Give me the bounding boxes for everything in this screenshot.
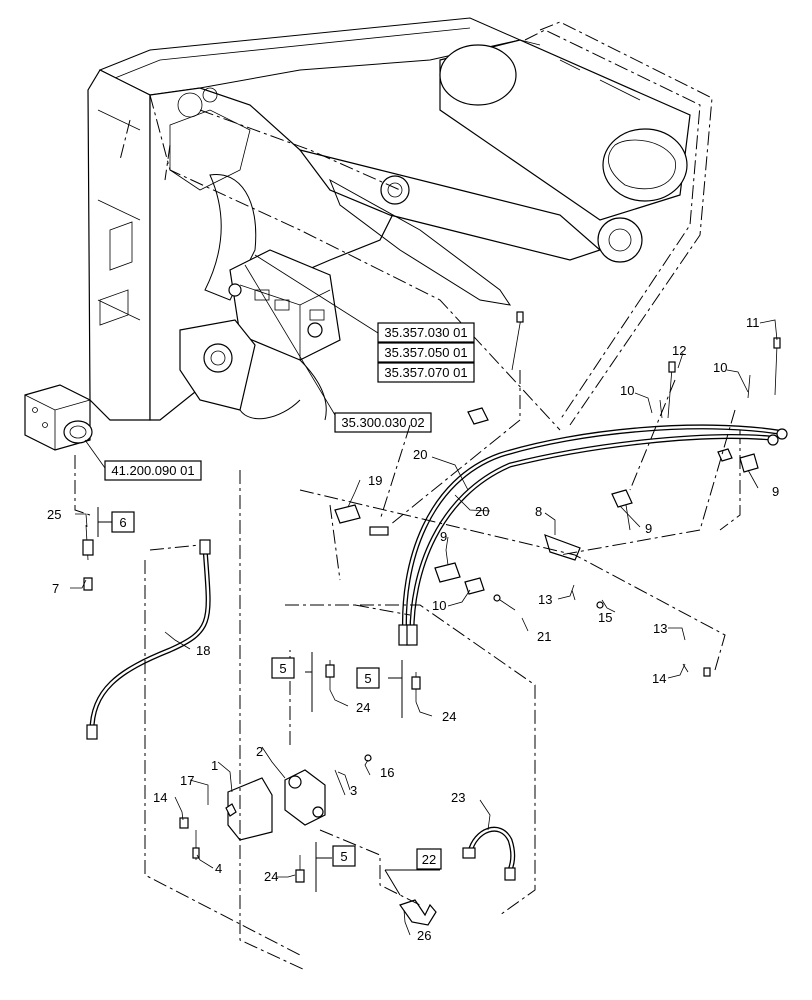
callout-number: 2 (256, 744, 263, 759)
callout-number: 9 (440, 529, 447, 544)
callout-number: 19 (368, 473, 382, 488)
callout-number: 23 (451, 790, 465, 805)
boxed-callout-number: 22 (422, 852, 436, 867)
callout-number: 25 (47, 507, 61, 522)
callout-number: 10 (620, 383, 634, 398)
callout-number: 11 (746, 315, 760, 330)
auxiliary-hose (82, 524, 211, 740)
reference-box-group: 35.357.030 01 35.357.050 01 35.357.070 0… (84, 254, 475, 481)
reference-label: 35.357.050 01 (384, 345, 467, 360)
callout-number: 26 (417, 928, 431, 943)
boxed-callout-22: 22 (416, 848, 442, 870)
callout-number: 20 (413, 447, 427, 462)
callout-number: 24 (264, 869, 278, 884)
reference-label: 35.300.030 02 (341, 415, 424, 430)
callout-number: 14 (652, 671, 666, 686)
callout-brackets (97, 507, 440, 896)
elbow-fitting (399, 899, 437, 926)
boxed-callout-5: 5 (271, 657, 295, 679)
callout-numbers: 11 12 10 10 9 20 19 20 9 8 9 25 7 10 21 … (47, 315, 779, 943)
callout-number: 24 (356, 700, 370, 715)
check-valves (295, 660, 421, 883)
hydraulic-cylinder (439, 39, 691, 221)
boxed-callout-number: 6 (119, 515, 126, 530)
callout-number: 7 (52, 581, 59, 596)
callout-number: 9 (772, 484, 779, 499)
reference-label: 35.357.070 01 (384, 365, 467, 380)
callout-number: 24 (442, 709, 456, 724)
callout-number: 15 (598, 610, 612, 625)
callout-number: 17 (180, 773, 194, 788)
reference-label: 41.200.090 01 (111, 463, 194, 478)
boxed-callout-number: 5 (364, 671, 371, 686)
callout-number: 3 (350, 783, 357, 798)
control-valve-block (179, 249, 341, 421)
callout-number: 18 (196, 643, 210, 658)
diverter-valve-assembly (179, 754, 372, 860)
callout-number: 12 (672, 343, 686, 358)
boxed-callout-5: 5 (332, 845, 356, 867)
boxed-callout-number: 5 (340, 849, 347, 864)
reference-label: 35.357.030 01 (384, 325, 467, 340)
callout-number: 13 (653, 621, 667, 636)
callout-number: 8 (535, 504, 542, 519)
boxed-callout-6: 6 (111, 511, 135, 533)
callout-number: 16 (380, 765, 394, 780)
boxed-callout-5: 5 (356, 667, 380, 689)
callout-number: 4 (215, 861, 222, 876)
callout-number: 10 (713, 360, 727, 375)
boom-hose-assembly (398, 424, 788, 646)
callout-number: 13 (538, 592, 552, 607)
callout-number: 10 (432, 598, 446, 613)
leader-lines (70, 319, 778, 936)
callout-number: 20 (475, 504, 489, 519)
callout-number: 9 (645, 521, 652, 536)
callout-number: 1 (211, 758, 218, 773)
hardware-guide-lines (299, 370, 736, 671)
quick-coupler-block (24, 384, 93, 451)
lower-guide-lines (74, 455, 536, 971)
boxed-callout-number: 5 (279, 661, 286, 676)
callout-number: 14 (153, 790, 167, 805)
pilot-hose (462, 826, 516, 881)
bolts (493, 311, 781, 677)
callout-number: 21 (537, 629, 551, 644)
